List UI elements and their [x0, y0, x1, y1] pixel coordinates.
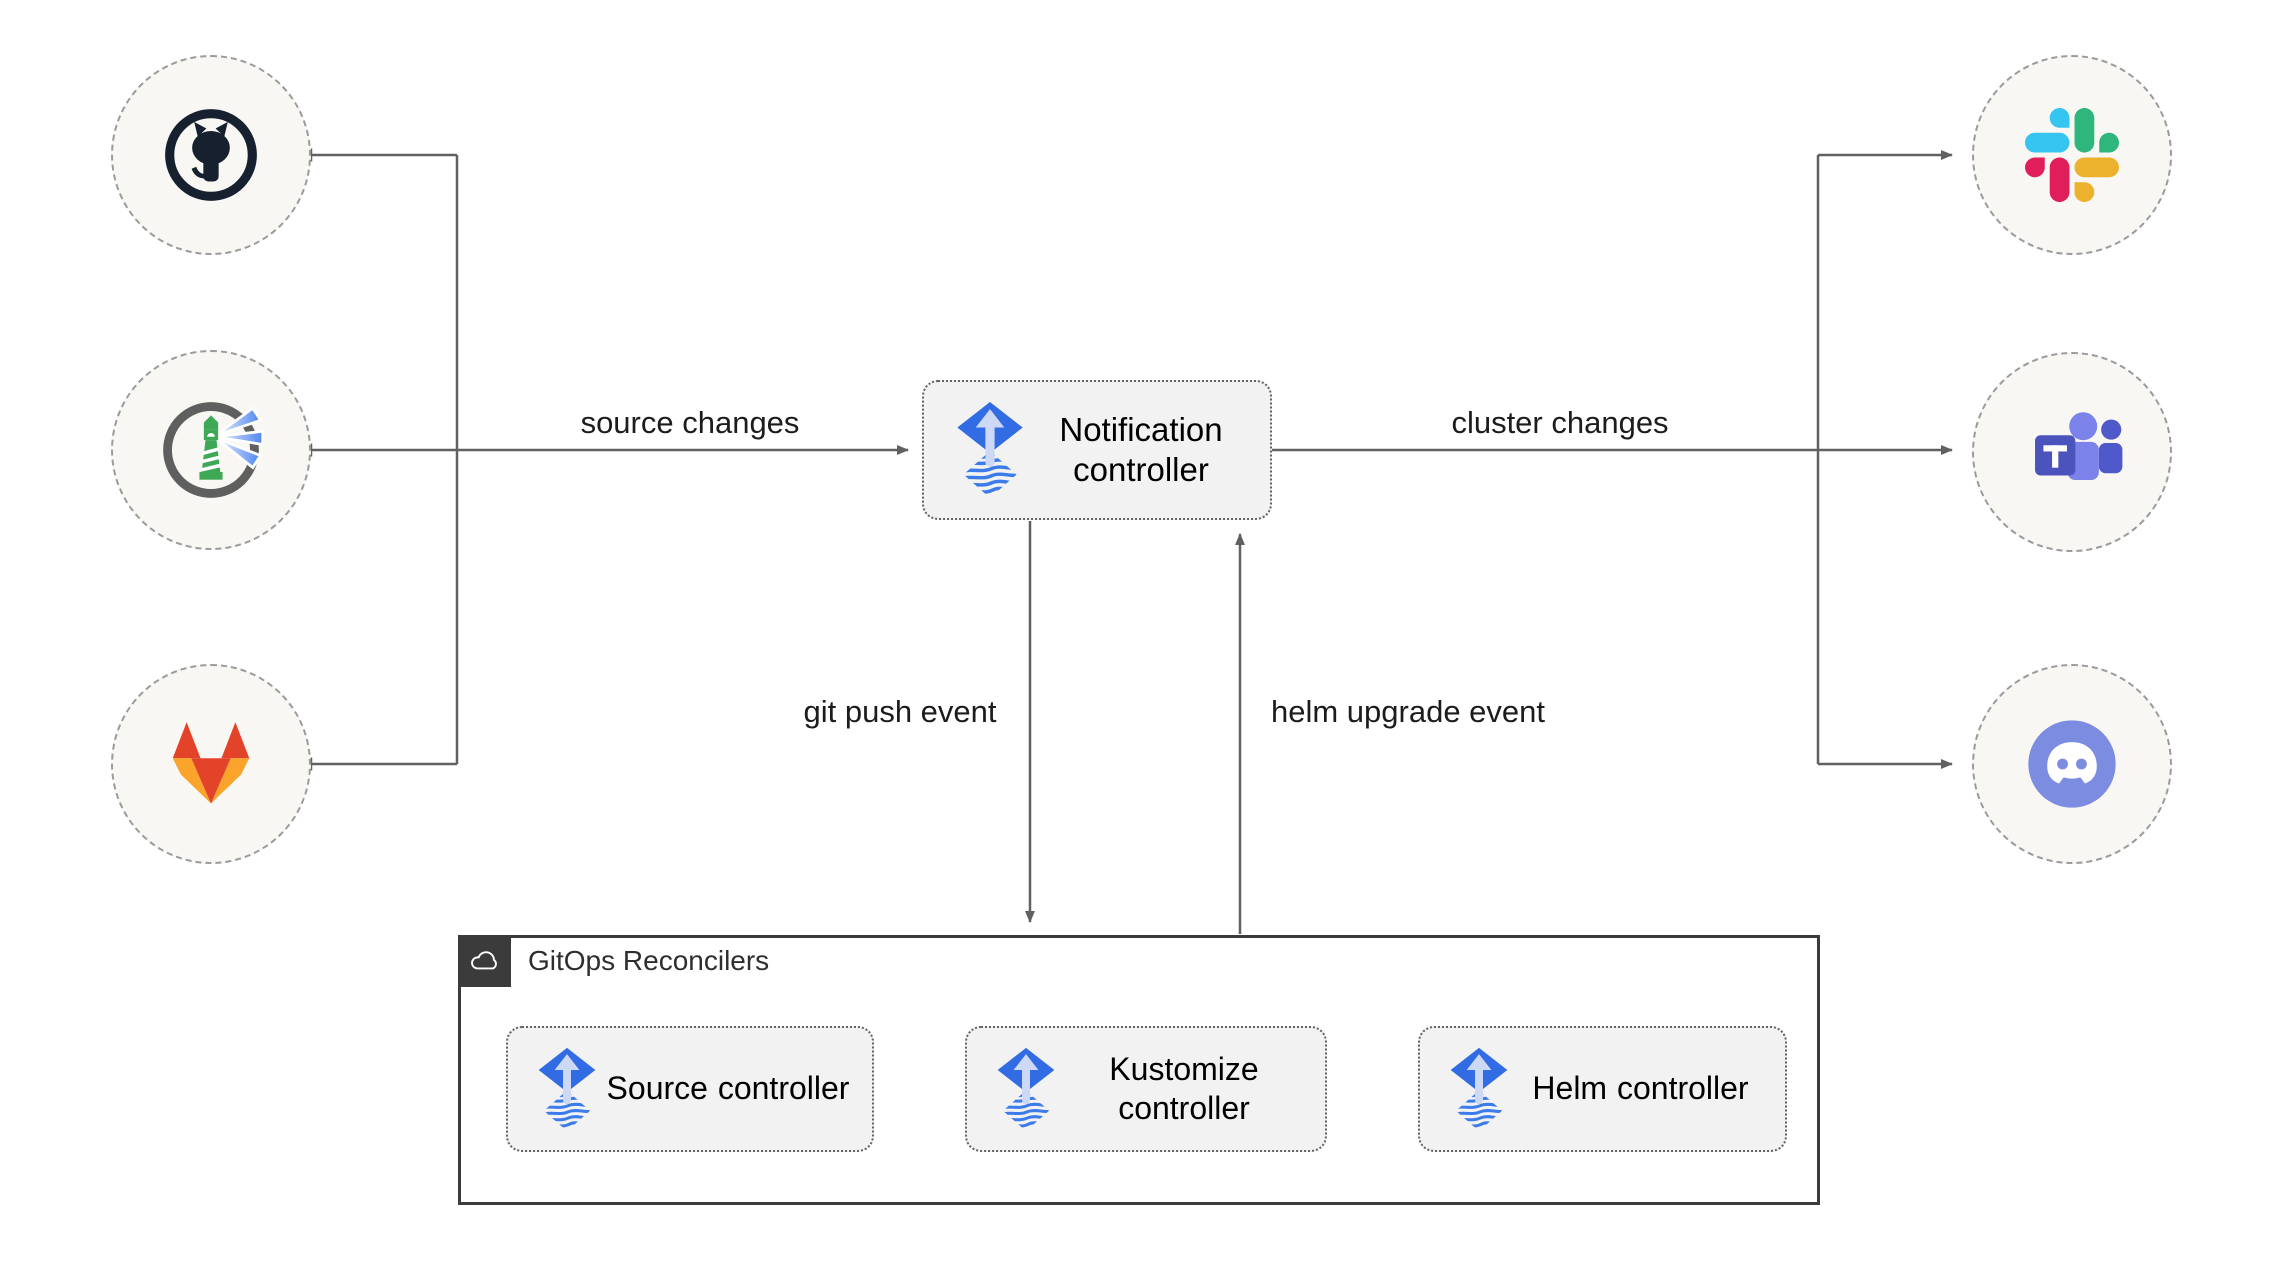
harbor-icon	[156, 395, 266, 505]
edge-label-source-changes: source changes	[574, 405, 806, 441]
container-title: GitOps Reconcilers	[528, 945, 770, 976]
flux-icon	[995, 1047, 1057, 1132]
node-label: Notification controller	[1059, 410, 1223, 488]
source-circle-github	[111, 55, 311, 255]
edge-label-helm-upgrade-event: helm upgrade event	[1264, 694, 1552, 730]
container-tab	[458, 935, 511, 987]
github-icon	[160, 104, 262, 206]
edge-label-git-push-event: git push event	[797, 694, 1003, 730]
node-kustomize-controller: Kustomize controller	[965, 1026, 1327, 1152]
source-circle-harbor	[111, 350, 311, 550]
slack-icon	[2025, 108, 2119, 202]
notifier-circle-discord	[1972, 664, 2172, 864]
teams-icon	[2016, 396, 2128, 508]
source-circle-gitlab	[111, 664, 311, 864]
cloud-icon	[468, 948, 502, 974]
flux-icon	[536, 1047, 598, 1132]
edge-label-cluster-changes: cluster changes	[1445, 405, 1675, 441]
node-source-controller: Source controller	[506, 1026, 874, 1152]
node-notification-controller: Notification controller	[922, 380, 1272, 520]
node-label: Helm controller	[1532, 1070, 1749, 1107]
flux-icon	[1448, 1047, 1510, 1132]
notifier-circle-teams	[1972, 352, 2172, 552]
node-label: Kustomize controller	[1109, 1050, 1259, 1126]
discord-icon	[2013, 705, 2131, 823]
gitlab-icon	[153, 706, 269, 822]
notifier-circle-slack	[1972, 55, 2172, 255]
node-helm-controller: Helm controller	[1418, 1026, 1787, 1152]
node-label: Source controller	[606, 1070, 850, 1107]
flux-icon	[954, 401, 1026, 499]
